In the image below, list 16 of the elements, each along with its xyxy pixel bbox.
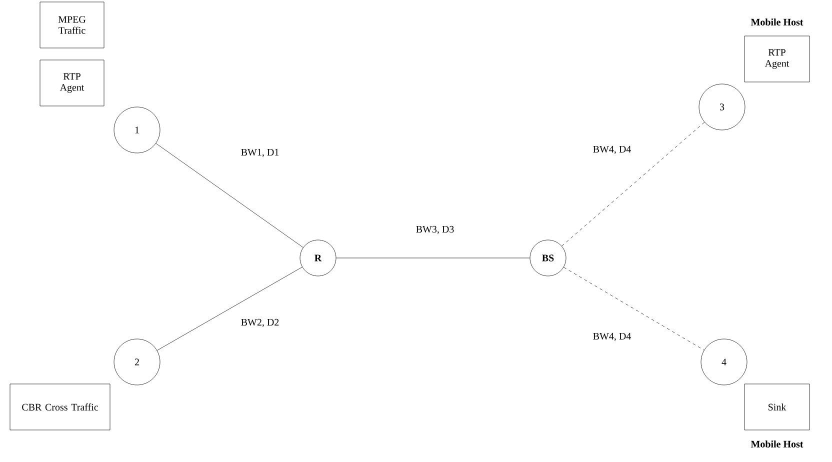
label-box: RTP Agent: [40, 60, 104, 106]
link-line: [562, 122, 705, 246]
edge-label: BW4, D4: [592, 332, 632, 342]
host-heading: Mobile Host: [750, 440, 804, 448]
edge-label: BW4, D4: [592, 144, 632, 156]
label-box: Sink: [744, 384, 810, 430]
link-line: [156, 143, 304, 248]
link-line: [563, 267, 704, 350]
link-line: [156, 266, 302, 351]
label-box: RTP Agent: [744, 36, 810, 82]
label-box: MPEG Traffic: [40, 2, 104, 48]
edge-label: BW1, D1: [240, 148, 280, 158]
edge-label: BW3, D3: [414, 224, 456, 236]
label-box: CBR Cross Traffic: [10, 384, 110, 430]
host-heading: Mobile Host: [750, 18, 804, 26]
edge-label: BW2, D2: [240, 318, 280, 328]
